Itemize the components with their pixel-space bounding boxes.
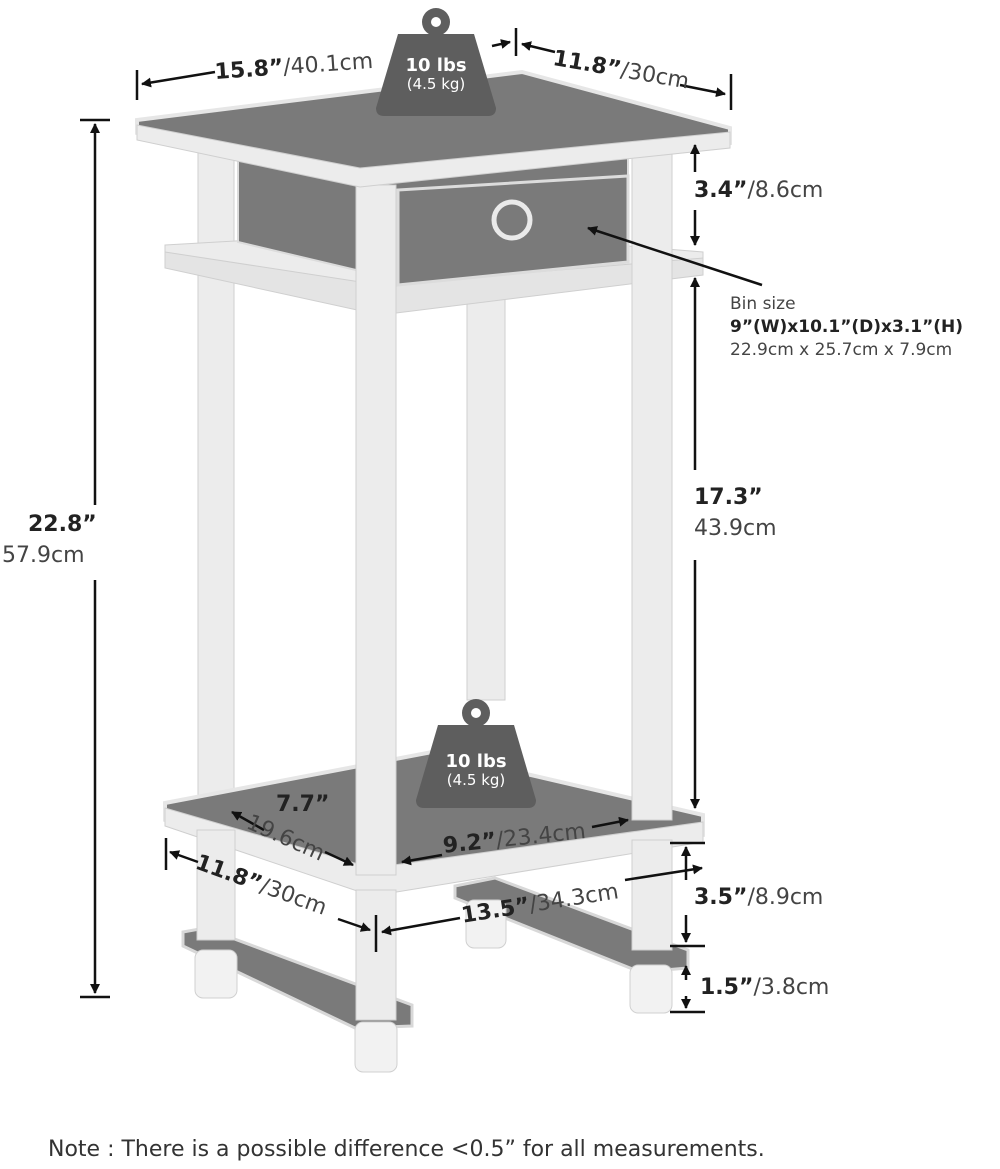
front-leg-lower — [355, 889, 397, 1021]
weight-label-bottom: 10 lbs (4.5 kg) — [426, 752, 526, 788]
front-leg — [355, 184, 397, 876]
bin-title: Bin size — [730, 294, 796, 314]
weight-kg: (4.5 kg) — [446, 770, 506, 789]
right-leg-lower — [631, 839, 673, 951]
drawer-handle — [491, 199, 533, 241]
foot-back-right — [629, 964, 673, 1014]
dimension-lines — [80, 28, 763, 1014]
weight-lbs: 10 lbs — [445, 751, 507, 772]
dim-middle-height-cm: 43.9cm — [694, 516, 777, 541]
dim-total-height-cm: 57.9cm — [2, 543, 85, 568]
left-leg-lower — [196, 829, 236, 941]
foot-front — [354, 1021, 398, 1073]
weight-label-top: 10 lbs (4.5 kg) — [386, 56, 486, 92]
drawer-front — [396, 174, 630, 287]
bin-imperial: 9”(W)x10.1”(D)x3.1”(H) — [730, 316, 964, 337]
back-leg-center — [466, 269, 506, 701]
dim-lower-gap: 3.5”/8.9cm — [694, 885, 824, 910]
foot-back-left — [194, 949, 238, 999]
measurement-note: Note : There is a possible difference <0… — [48, 1137, 765, 1162]
bin-size-info: Bin size 9”(W)x10.1”(D)x3.1”(H) 22.9cm x… — [730, 293, 963, 362]
weight-badge-bottom — [416, 699, 536, 808]
weight-badge-top — [376, 8, 496, 116]
right-leg — [631, 147, 673, 821]
dim-drawer-gap: 3.4”/8.6cm — [694, 178, 824, 203]
dim-middle-height: 17.3” — [694, 485, 763, 510]
bin-metric: 22.9cm x 25.7cm x 7.9cm — [730, 339, 953, 360]
dim-total-height: 22.8” — [28, 512, 97, 537]
weight-lbs: 10 lbs — [405, 55, 467, 76]
foot-back-center — [465, 899, 507, 949]
top-board-edge — [136, 124, 731, 188]
weight-kg: (4.5 kg) — [406, 74, 466, 93]
dim-foot-height: 1.5”/3.8cm — [700, 975, 830, 1000]
dim-bottom-shelf-depth: 7.7” — [276, 792, 330, 817]
